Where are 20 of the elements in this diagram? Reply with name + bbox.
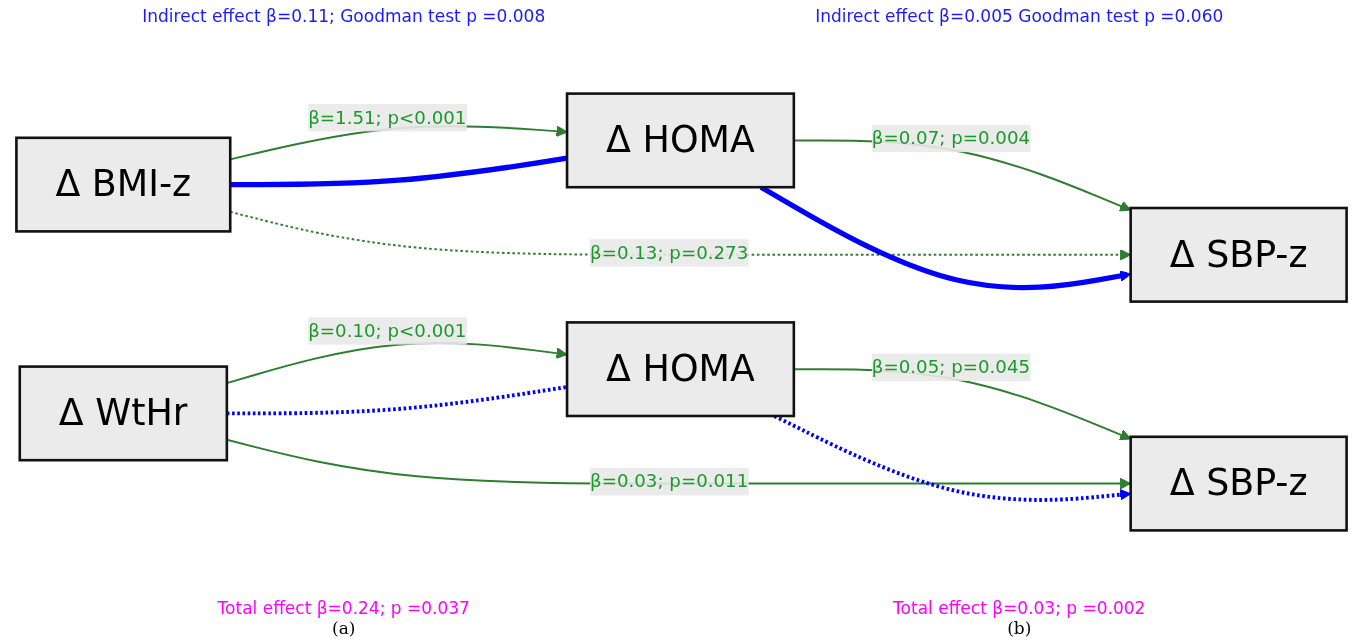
node-box: Δ WtHr xyxy=(18,365,229,462)
node-box: Δ SBP-z xyxy=(1129,435,1348,532)
node-box: Δ BMI-z xyxy=(15,136,232,233)
panel-caption: (b) xyxy=(1006,618,1033,638)
edge-label: β=0.10; p<0.001 xyxy=(308,319,467,341)
connector xyxy=(230,155,568,188)
edge-label: β=1.51; p<0.001 xyxy=(308,106,467,128)
effect-note: Indirect effect β=0.11; Goodman test p =0.008 xyxy=(141,6,547,26)
edge-label: β=0.13; p=0.273 xyxy=(590,241,749,263)
effect-note: Total effect β=0.24; p =0.037 xyxy=(216,598,471,618)
edge-label: β=0.05; p=0.045 xyxy=(871,356,1031,377)
panel-caption: (a) xyxy=(331,618,357,638)
node-box: Δ SBP-z xyxy=(1129,206,1348,303)
edge-label: β=0.03; p=0.011 xyxy=(590,470,749,492)
node-box: Δ HOMA xyxy=(565,321,796,418)
effect-note: Total effect β=0.03; p =0.002 xyxy=(892,598,1147,618)
effect-note: Indirect effect β=0.005 Goodman test p =0.060 xyxy=(814,6,1225,26)
edge-label: β=0.07; p=0.004 xyxy=(871,127,1031,149)
connector xyxy=(226,385,568,416)
node-box: Δ HOMA xyxy=(565,92,796,189)
